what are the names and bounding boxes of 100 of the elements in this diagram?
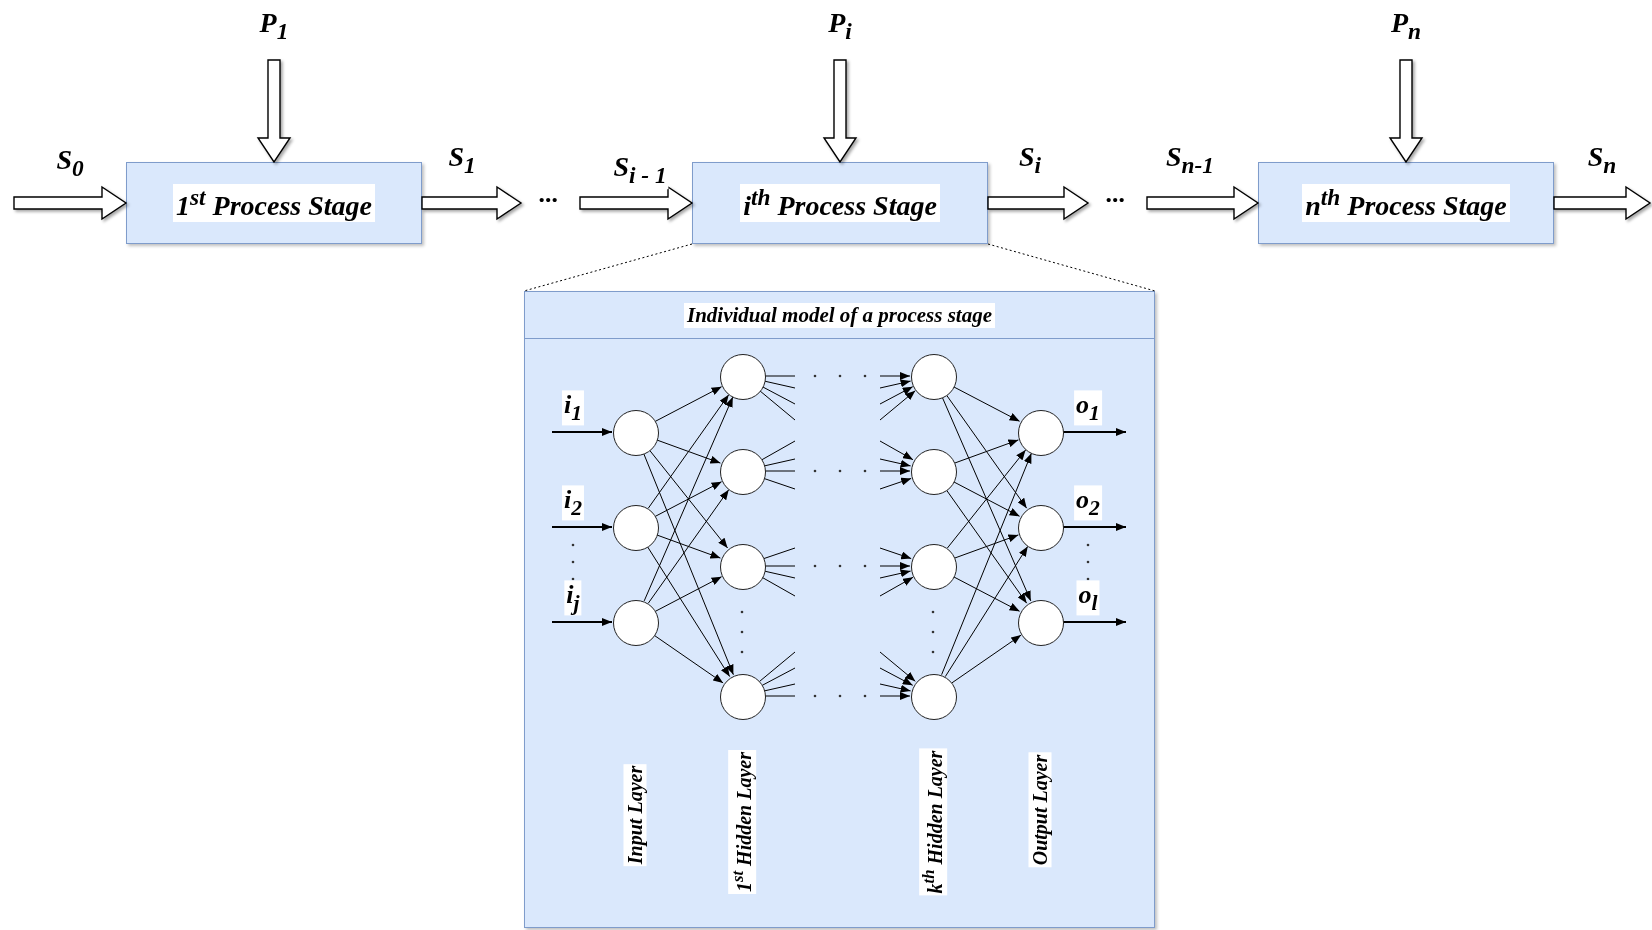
edge-label: i$_{j}$ bbox=[564, 580, 582, 616]
block-arrow bbox=[13, 185, 128, 221]
arrow bbox=[653, 634, 724, 684]
process-stage-box bbox=[126, 162, 422, 244]
arrow bbox=[1062, 618, 1127, 626]
connection-line bbox=[763, 570, 796, 579]
arrow bbox=[879, 467, 911, 475]
block-arrow bbox=[987, 185, 1090, 221]
arrow bbox=[656, 534, 721, 559]
block-arrow bbox=[1388, 59, 1424, 164]
neuron-circle bbox=[613, 600, 659, 646]
connection-line bbox=[763, 380, 796, 389]
block-arrow bbox=[421, 185, 523, 221]
arrow bbox=[654, 576, 723, 612]
neuron-circle bbox=[720, 449, 766, 495]
arrow bbox=[879, 651, 916, 682]
arrow bbox=[879, 379, 912, 389]
zoom-line bbox=[987, 243, 1156, 292]
edge-label: o$_{2}$ bbox=[1074, 485, 1102, 521]
arrow bbox=[951, 634, 1022, 684]
connection-line bbox=[759, 390, 796, 421]
arrow bbox=[954, 439, 1019, 464]
neuron-circle bbox=[720, 674, 766, 720]
layer-label: Output Layer bbox=[1028, 752, 1052, 868]
connection-line bbox=[761, 386, 796, 405]
connection-line bbox=[759, 651, 796, 682]
arrow bbox=[1062, 523, 1127, 531]
arrow bbox=[879, 547, 912, 560]
edge-label: o$_{1}$ bbox=[1074, 390, 1102, 426]
connection-line bbox=[763, 458, 796, 467]
connection-line bbox=[764, 470, 796, 472]
neuron-circle bbox=[1018, 600, 1064, 646]
neuron-circle bbox=[1018, 410, 1064, 456]
arrow bbox=[879, 569, 912, 579]
edge-label: i$_{2}$ bbox=[561, 485, 585, 521]
connection-line bbox=[761, 667, 796, 686]
arrow bbox=[551, 428, 613, 436]
connection-line bbox=[761, 576, 796, 597]
edge-label: o$_{l}$ bbox=[1076, 580, 1100, 616]
arrow bbox=[941, 396, 1032, 602]
model-panel bbox=[524, 291, 1155, 928]
arrow bbox=[879, 667, 914, 686]
arrow bbox=[954, 534, 1019, 559]
block-arrow bbox=[1146, 185, 1260, 221]
arrow bbox=[656, 439, 721, 464]
connection-line bbox=[763, 683, 796, 692]
connection-line bbox=[764, 375, 796, 377]
connection-line bbox=[764, 565, 796, 567]
arrow bbox=[879, 576, 914, 597]
neuron-circle bbox=[911, 674, 957, 720]
arrow bbox=[654, 386, 723, 422]
arrow bbox=[643, 452, 734, 676]
arrow bbox=[952, 481, 1021, 517]
arrow bbox=[879, 477, 912, 490]
arrow bbox=[654, 481, 723, 517]
edge-label: i$_{1}$ bbox=[561, 390, 585, 426]
arrow bbox=[551, 618, 613, 626]
arrow bbox=[879, 458, 912, 468]
process-stage-box bbox=[692, 162, 988, 244]
arrow bbox=[952, 576, 1021, 612]
arrow bbox=[648, 449, 729, 549]
neuron-circle bbox=[911, 544, 957, 590]
arrow bbox=[879, 372, 911, 380]
arrow bbox=[879, 683, 912, 693]
neuron-circle bbox=[613, 410, 659, 456]
arrow bbox=[945, 394, 1028, 509]
arrow bbox=[952, 386, 1021, 422]
zoom-line bbox=[523, 243, 693, 292]
arrow bbox=[944, 545, 1029, 678]
arrow bbox=[643, 396, 734, 602]
connection-line bbox=[764, 695, 796, 697]
arrow bbox=[941, 452, 1032, 676]
process-stage-box bbox=[1258, 162, 1554, 244]
arrow bbox=[551, 523, 613, 531]
neuron-circle bbox=[613, 505, 659, 551]
ellipsis-text: ··· bbox=[1104, 185, 1126, 215]
block-arrow bbox=[579, 185, 694, 221]
arrow bbox=[879, 562, 911, 570]
connection-line bbox=[761, 440, 796, 461]
stage-title: i$^{th}$ Process Stage bbox=[740, 183, 940, 223]
stage-title: n$^{th}$ Process Stage bbox=[1302, 183, 1510, 223]
connection-line bbox=[763, 547, 796, 560]
arrow bbox=[646, 545, 731, 678]
neuron-circle bbox=[720, 544, 766, 590]
arrow bbox=[879, 390, 916, 421]
arrow bbox=[879, 692, 911, 700]
layer-label: Input Layer bbox=[623, 763, 647, 867]
arrow bbox=[879, 440, 914, 461]
arrow bbox=[647, 489, 730, 604]
neuron-circle bbox=[911, 449, 957, 495]
neuron-circle bbox=[911, 354, 957, 400]
arrow bbox=[946, 449, 1027, 549]
block-arrow bbox=[1553, 185, 1652, 221]
neuron-circle bbox=[1018, 505, 1064, 551]
block-arrow bbox=[822, 59, 858, 164]
stage-title: 1$^{st}$ Process Stage bbox=[173, 183, 375, 223]
connection-line bbox=[763, 477, 796, 490]
arrow bbox=[945, 489, 1028, 604]
neuron-circle bbox=[720, 354, 766, 400]
arrow bbox=[1062, 428, 1127, 436]
